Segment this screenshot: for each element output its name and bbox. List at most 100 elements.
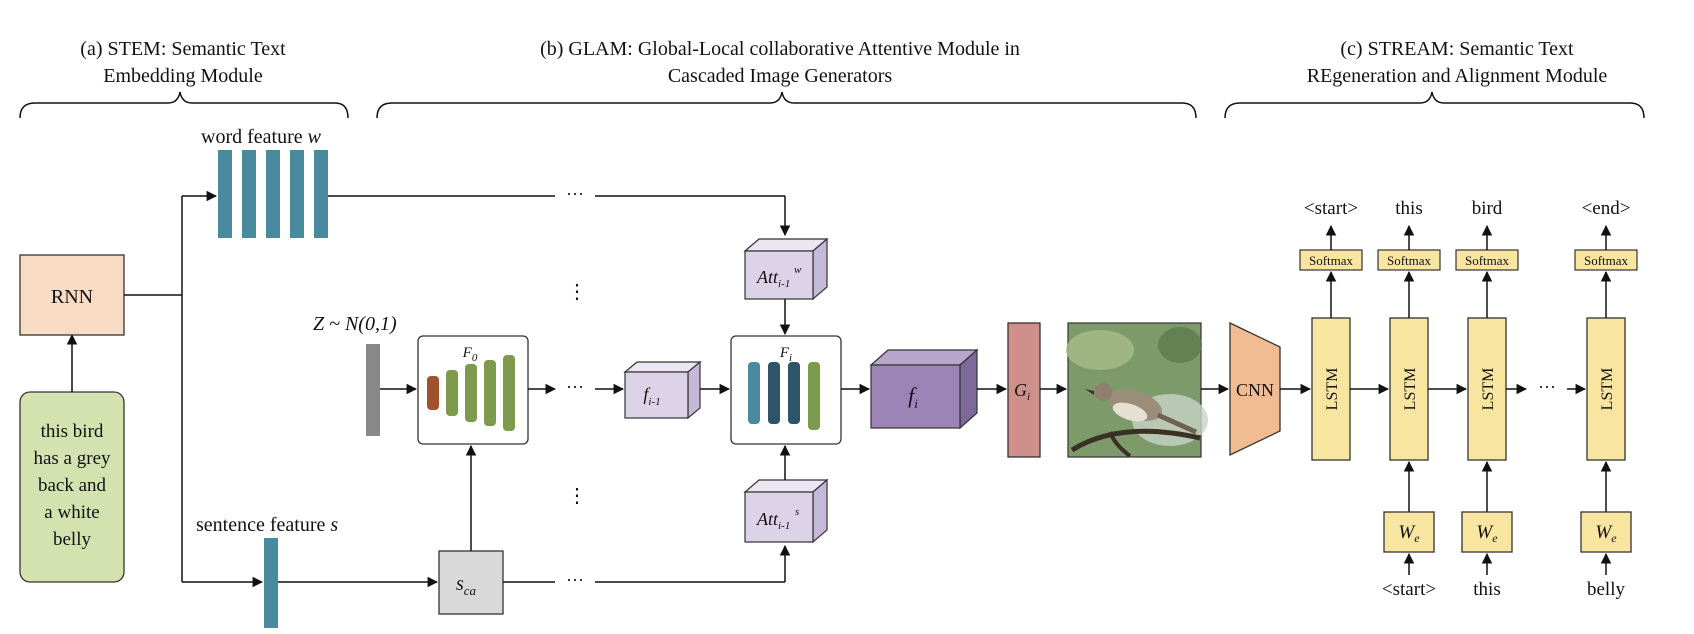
output-word: this xyxy=(1395,198,1422,219)
sca-label: sca xyxy=(456,573,477,598)
stem-brace xyxy=(19,91,349,119)
image-foliage xyxy=(1066,330,1134,370)
input-word: belly xyxy=(1587,579,1625,600)
main-path-ellipsis: ··· xyxy=(566,377,584,397)
noise-label: Z ~ N(0,1) xyxy=(313,313,397,335)
att-w-cube: Atti-1 w xyxy=(743,237,829,301)
input-text: this bird has a grey back and a white be… xyxy=(33,421,111,550)
glam-title-line2: Cascaded Image Generators xyxy=(668,65,893,87)
stem-title-line1: (a) STEM: Semantic Text xyxy=(80,38,286,60)
Gi-label: Gi xyxy=(1014,380,1030,403)
lstm-step-2: LSTM Softmax this We <start> xyxy=(1377,198,1441,600)
output-word: <start> xyxy=(1304,198,1358,219)
fi1-cube-top xyxy=(623,361,702,373)
att-s-cube-front xyxy=(744,491,814,543)
word-feature-bar xyxy=(314,150,328,238)
lstm-label: LSTM xyxy=(1324,368,1341,411)
we-box xyxy=(1580,511,1632,553)
softmax-label: Softmax xyxy=(1309,253,1354,268)
Fi-bar xyxy=(808,362,820,430)
we-label: We xyxy=(1398,522,1420,545)
fi-label: fi xyxy=(908,383,918,411)
att-s-cube: Atti-1 s xyxy=(743,478,829,544)
output-word: bird xyxy=(1472,198,1503,219)
f0-bar xyxy=(446,370,458,416)
input-text-line: back and xyxy=(38,475,107,496)
rnn-box xyxy=(19,254,125,336)
word-feature-bar xyxy=(290,150,304,238)
att-s-sup: s xyxy=(795,506,799,518)
image-bird-head xyxy=(1094,383,1112,401)
fi1-cube: fi-1 xyxy=(623,360,702,420)
att-w-sup: w xyxy=(794,264,802,276)
input-text-line: has a grey xyxy=(33,448,111,469)
fi-cube: fi xyxy=(869,348,979,430)
word-feature-bar xyxy=(218,150,232,238)
rnn-label: RNN xyxy=(51,286,93,308)
output-word: <end> xyxy=(1582,198,1631,219)
we-box xyxy=(1461,511,1513,553)
word-feature-label: word feature w xyxy=(201,126,322,148)
input-text-line: a white xyxy=(44,502,99,523)
stream-title-line1: (c) STREAM: Semantic Text xyxy=(1340,38,1574,60)
input-word: this xyxy=(1473,579,1500,600)
lstm-step-3: LSTM Softmax bird We this xyxy=(1455,198,1519,600)
f0-bar xyxy=(465,364,477,422)
softmax-label: Softmax xyxy=(1387,253,1432,268)
Fi-bar xyxy=(748,362,760,424)
Fi-bar xyxy=(788,362,800,424)
att-w-label: Atti-1 xyxy=(756,267,790,290)
word-feature-bars xyxy=(218,150,328,238)
input-text-line: belly xyxy=(53,529,91,550)
lstm-box xyxy=(1467,317,1507,461)
Fi-label: Fi xyxy=(779,345,792,364)
section-header-stream: (c) STREAM: Semantic Text REgeneration a… xyxy=(1224,38,1645,119)
word-feature-bar xyxy=(266,150,280,238)
we-box xyxy=(1383,511,1435,553)
f0-label: F0 xyxy=(462,345,478,364)
f0-bars xyxy=(427,355,515,431)
lstm-step-1: LSTM Softmax <start> xyxy=(1299,198,1363,461)
stream-brace xyxy=(1224,91,1645,119)
fi1-label: fi-1 xyxy=(643,384,660,408)
section-header-stem: (a) STEM: Semantic Text Embedding Module xyxy=(19,38,349,119)
lstm-label: LSTM xyxy=(1599,368,1616,411)
image-foliage-dark xyxy=(1158,327,1202,363)
input-text-line: this bird xyxy=(41,421,104,442)
lstm-box xyxy=(1586,317,1626,461)
cnn-block xyxy=(1229,321,1281,457)
Gi-box xyxy=(1007,322,1041,458)
noise-bar xyxy=(366,344,380,436)
stream-ellipsis: ··· xyxy=(1538,377,1556,397)
lstm-box xyxy=(1311,317,1351,461)
cnn-label: CNN xyxy=(1236,380,1274,400)
sentence-feature-label: sentence feature s xyxy=(196,514,338,536)
we-label: We xyxy=(1595,522,1617,545)
fi1-cube-side xyxy=(687,360,701,420)
fi1-cube-front xyxy=(624,371,689,419)
stream-title-line2: REgeneration and Alignment Module xyxy=(1307,65,1608,87)
glam-title-line1: (b) GLAM: Global-Local collaborative Att… xyxy=(540,38,1020,60)
Fi-bars xyxy=(748,362,820,430)
Fi-bar xyxy=(768,362,780,424)
image-bird-belly xyxy=(1112,402,1148,422)
word-feature-bar xyxy=(242,150,256,238)
generated-bird-image xyxy=(1066,322,1208,458)
lstm-label: LSTM xyxy=(1480,368,1497,411)
vdots-upper: ⋮ xyxy=(567,281,587,303)
sentence-path-ellipsis: ··· xyxy=(566,570,584,590)
f0-bar xyxy=(503,355,515,431)
softmax-label: Softmax xyxy=(1584,253,1629,268)
image-branch xyxy=(1070,428,1201,453)
fi-cube-top xyxy=(869,349,979,366)
word-path-ellipsis: ··· xyxy=(566,184,584,204)
we-label: We xyxy=(1476,522,1498,545)
section-header-glam: (b) GLAM: Global-Local collaborative Att… xyxy=(376,38,1197,119)
att-w-cube-front xyxy=(744,250,814,300)
lstm-box xyxy=(1389,317,1429,461)
att-s-label: Atti-1 xyxy=(756,509,790,532)
image-bird-beak xyxy=(1085,389,1094,395)
sca-box xyxy=(438,550,504,615)
image-bird-tail xyxy=(1156,412,1198,435)
